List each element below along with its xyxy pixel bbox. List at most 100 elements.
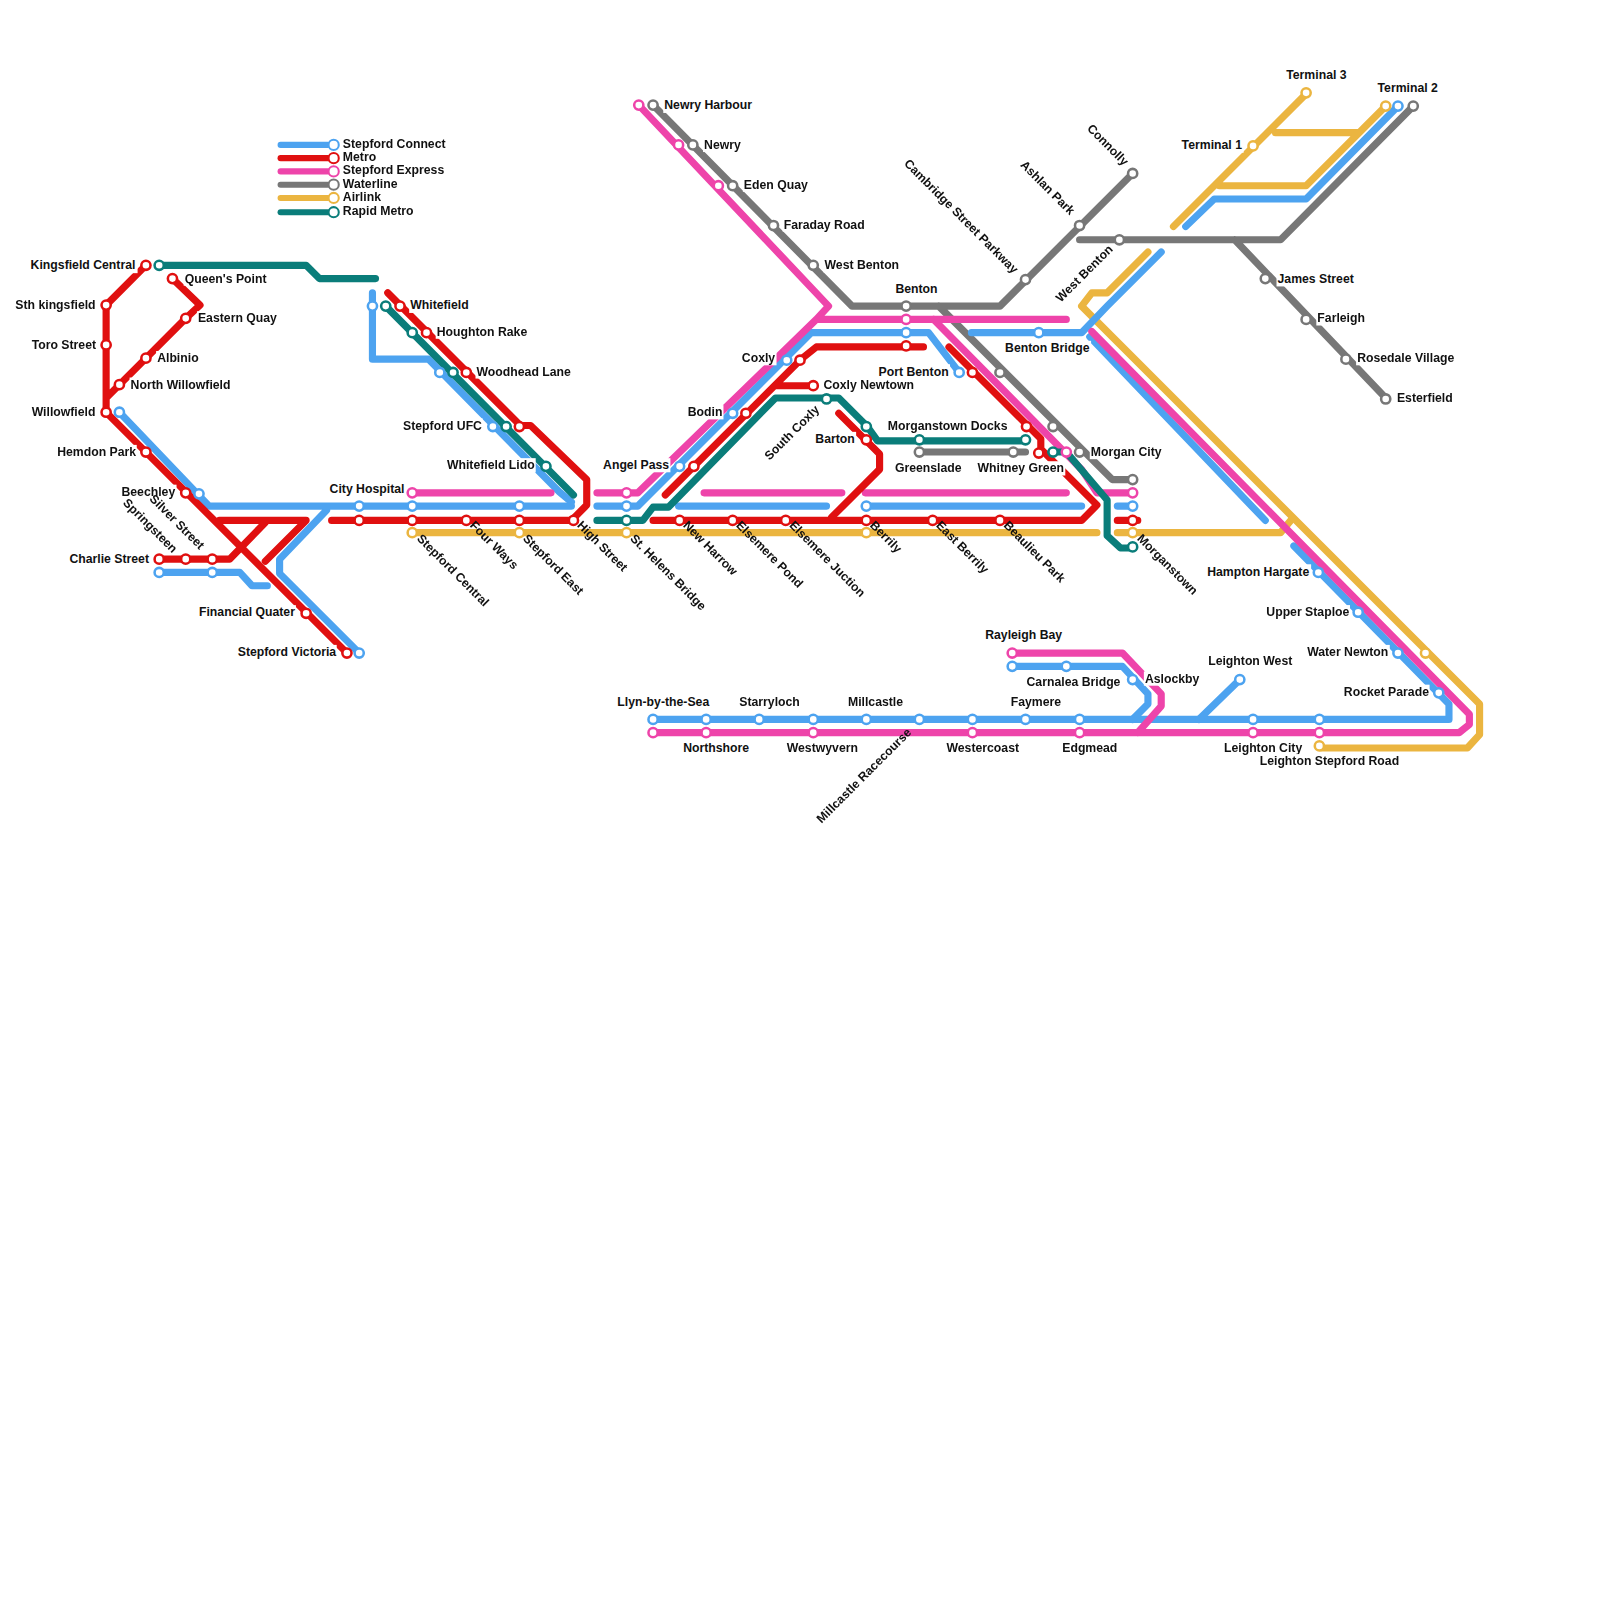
station-dot [1048,422,1057,431]
station-dot [1128,502,1137,511]
station-label: Edgmead [1061,741,1118,755]
station-label: Llyn-by-the-Sea [616,695,710,709]
station-dot [1115,235,1124,244]
station-dot [1075,715,1084,724]
station-label: Stepford East [519,531,587,599]
station-dot [115,408,124,417]
station-dot [675,462,684,471]
legend-dot [328,139,340,151]
station-label: Morganstown Docks [887,418,1009,432]
station-label: Rocket Parade [1343,685,1430,699]
station-dot [714,181,723,190]
station-dot [809,261,818,270]
rapid-metro-line [159,265,1132,548]
station-dot [862,502,871,511]
station-dot [1393,102,1402,111]
station-label: Angel Pass [602,458,670,472]
station-label: Eden Quay [743,178,809,192]
station-dot [155,568,164,577]
station-dot [769,221,778,230]
station-dot [1248,141,1257,150]
legend-dot [328,165,340,177]
station-dot [1022,422,1031,431]
station-dot [1128,675,1137,684]
station-dot [622,502,631,511]
station-label: Stepford Victoria [237,645,337,659]
station-dot [1128,488,1137,497]
station-label: Kingsfield Central [30,258,137,272]
station-dot [208,555,217,564]
station-label: Millcastle [847,695,904,709]
station-label: Ashlan Park [1016,157,1078,219]
legend-text: Stepford Connect [343,138,446,151]
station-dot [448,368,457,377]
station-label: City Hospital [329,482,406,496]
station-label: Westercoast [945,741,1020,755]
station-label: Beaulieu Park [1000,517,1069,586]
station-label: Upper Staploe [1265,605,1350,619]
station-dot [674,140,683,149]
station-dot [1354,608,1363,617]
station-dot [102,301,111,310]
station-label: Toro Street [31,338,97,352]
station-dot [741,409,750,418]
station-dot [1302,315,1311,324]
station-dot [1248,728,1257,737]
station-dot [968,715,977,724]
station-label: Terminal 2 [1377,81,1439,95]
station-dot [408,528,417,537]
station-dot [1409,102,1418,111]
station-label: Aslockby [1144,671,1200,685]
station-dot [541,462,550,471]
station-dot [355,502,364,511]
station-label: Morgan City [1090,445,1163,459]
station-dot [1021,435,1030,444]
station-dot [115,380,124,389]
station-dot [902,341,911,350]
station-dot [862,422,871,431]
station-dot [381,302,390,311]
station-label: Albinio [156,351,200,365]
station-dot [155,261,164,270]
station-dot [755,715,764,724]
station-dot [1302,88,1311,97]
station-dot [862,715,871,724]
station-dot [408,502,417,511]
station-label: Willowfield [31,405,97,419]
station-label: Benton [894,282,938,296]
station-label: Port Benton [878,364,950,378]
station-label: Faymere [1010,695,1062,709]
station-dot [435,368,444,377]
station-dot [194,489,203,498]
station-dot [648,728,657,737]
station-dot [688,140,697,149]
station-dot [1008,648,1017,657]
station-label: Cambridge Street Parkway [901,156,1022,277]
station-dot [355,516,364,525]
station-label: Four Ways [466,517,521,572]
station-label: Northshore [682,741,750,755]
station-dot [1128,169,1137,178]
station-dot [902,328,911,337]
legend-swatch [278,209,331,215]
station-label: Hampton Hargate [1206,564,1310,578]
station-dot [915,435,924,444]
station-dot [408,516,417,525]
station-label: Esterfield [1396,391,1454,405]
station-dot [462,368,471,377]
station-dot [1128,516,1137,525]
station-dot [1393,648,1402,657]
station-dot [809,728,818,737]
station-label: Farleigh [1316,311,1366,325]
station-dot [302,609,311,618]
station-dot [181,488,190,497]
legend-text: Airlink [343,191,381,204]
station-dot [515,502,524,511]
express-line [411,105,1469,733]
station-dot [355,648,364,657]
station-label: Charlie Street [68,552,150,566]
station-label: Terminal 3 [1285,67,1347,81]
station-label: Newry Harbour [663,98,753,112]
station-dot [915,447,924,456]
station-dot [648,101,657,110]
